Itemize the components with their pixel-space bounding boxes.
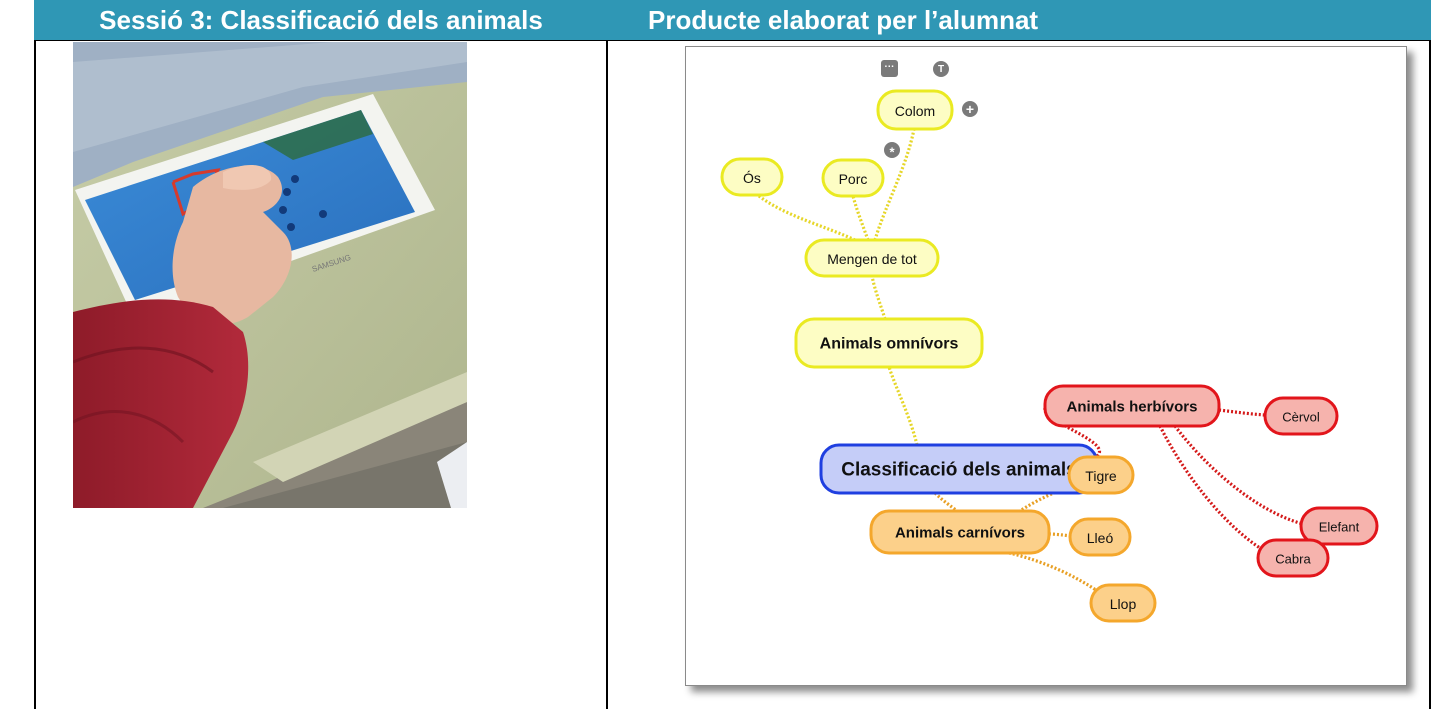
add-icon[interactable]: +: [962, 101, 978, 117]
link-carn-lleo: [1048, 532, 1072, 538]
node-porc-label: Porc: [839, 171, 868, 187]
header-session-title: Sessió 3: Classificació dels animals: [34, 0, 608, 40]
node-cervol-box: [1263, 396, 1339, 436]
lesson-table: Sessió 3: Classificació dels animals Pro…: [34, 0, 1431, 709]
node-lleo-box: [1068, 517, 1132, 557]
node-os-box: [720, 157, 784, 197]
svg-text:*: *: [889, 145, 895, 160]
node-tigre-box: [1067, 455, 1135, 495]
svg-text:···: ···: [885, 62, 895, 73]
node-root[interactable]: Classificació dels animals: [819, 443, 1099, 495]
node-mengen-de-tot-box: [804, 238, 940, 278]
node-root-label: Classificació dels animals: [841, 460, 1077, 481]
node-animals-herbivors-label: Animals herbívors: [1067, 399, 1198, 416]
mindmap: Classificació dels animals Animals omnívo…: [720, 60, 1379, 623]
node-os[interactable]: Ós: [720, 157, 784, 197]
link-root-herb: [1043, 404, 1102, 458]
node-llop[interactable]: Llop: [1089, 583, 1157, 623]
link-herb-cervol: [1218, 408, 1266, 417]
node-elefant-label: Elefant: [1319, 520, 1360, 535]
node-elefant-box: [1299, 506, 1379, 546]
node-cervol[interactable]: Cèrvol: [1263, 396, 1339, 436]
more-icon[interactable]: ···: [881, 60, 898, 77]
svg-text:+: +: [966, 101, 974, 117]
node-animals-carnivors-box: [869, 509, 1051, 555]
link-root-carn: [933, 491, 959, 513]
header-product-title: Producte elaborat per l’alumnat: [608, 0, 1431, 40]
node-mengen-de-tot[interactable]: Mengen de tot: [804, 238, 940, 278]
table-border-middle: [606, 40, 608, 709]
node-lleo-label: Lleó: [1087, 530, 1114, 546]
node-colom-label: Colom: [895, 103, 935, 119]
link-herb-cabra: [1158, 425, 1264, 552]
node-colom[interactable]: Colom: [876, 89, 954, 131]
node-animals-carnivors[interactable]: Animals carnívors: [869, 509, 1051, 555]
node-porc[interactable]: Porc: [821, 158, 885, 198]
link-group-porc: [851, 195, 870, 241]
node-animals-carnivors-label: Animals carnívors: [895, 525, 1025, 542]
node-animals-herbivors[interactable]: Animals herbívors: [1043, 384, 1221, 428]
node-porc-box: [821, 158, 885, 198]
node-cervol-label: Cèrvol: [1282, 410, 1320, 425]
text-icon[interactable]: T: [933, 61, 949, 77]
node-animals-omnivors-box: [794, 317, 984, 369]
link-root-omni: [887, 366, 919, 446]
node-lleo[interactable]: Lleó: [1068, 517, 1132, 557]
mindmap-toolbar-icons: ··· T + *: [881, 60, 978, 160]
link-carn-llop: [1004, 550, 1100, 594]
svg-text:T: T: [938, 64, 944, 75]
table-border-left: [34, 40, 36, 709]
link-group-os: [758, 194, 856, 242]
table-border-right: [1429, 40, 1431, 709]
tablet-photo: SAMSUNG: [73, 42, 467, 508]
node-animals-omnivors[interactable]: Animals omnívors: [794, 317, 984, 369]
node-cabra[interactable]: Cabra: [1256, 538, 1330, 578]
asterisk-icon[interactable]: *: [884, 142, 900, 160]
node-elefant[interactable]: Elefant: [1299, 506, 1379, 546]
node-tigre[interactable]: Tigre: [1067, 455, 1135, 495]
node-cabra-label: Cabra: [1275, 552, 1311, 567]
node-mengen-de-tot-label: Mengen de tot: [827, 251, 917, 267]
node-animals-omnivors-label: Animals omnívors: [820, 336, 959, 353]
node-os-label: Ós: [743, 170, 761, 186]
node-colom-box: [876, 89, 954, 131]
node-llop-label: Llop: [1110, 596, 1137, 612]
mindmap-nodes: Classificació dels animals Animals omnívo…: [720, 89, 1379, 623]
node-cabra-box: [1256, 538, 1330, 578]
node-animals-herbivors-box: [1043, 384, 1221, 428]
link-herb-elefant: [1173, 425, 1304, 526]
node-tigre-label: Tigre: [1085, 468, 1117, 484]
link-omni-group: [870, 275, 887, 320]
table-border-top: [34, 40, 1431, 41]
node-llop-box: [1089, 583, 1157, 623]
link-group-colom: [873, 128, 916, 241]
